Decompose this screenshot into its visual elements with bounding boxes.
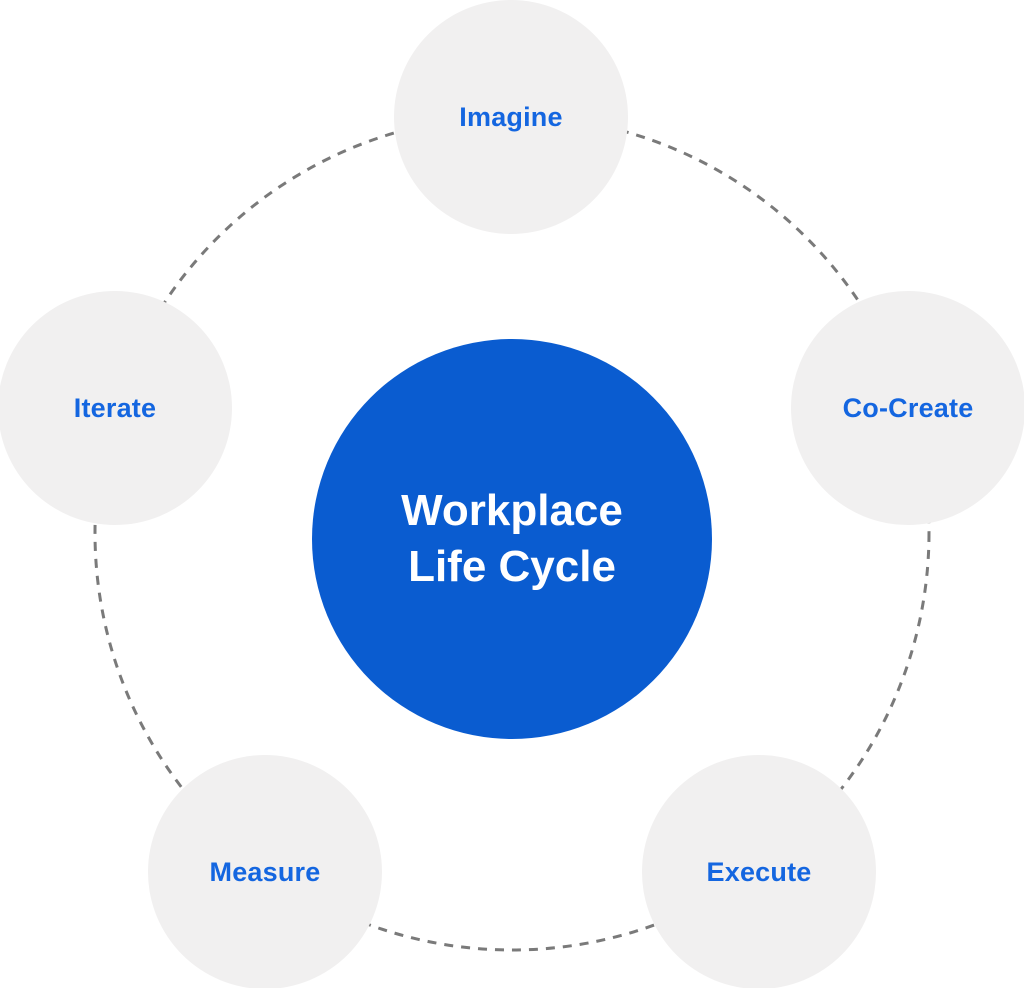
- node-co-create-label: Co-Create: [842, 392, 974, 423]
- center-node-label-line1: Workplace: [401, 486, 623, 536]
- node-measure: Measure: [148, 755, 382, 988]
- node-iterate-label: Iterate: [73, 392, 157, 423]
- node-imagine-label: Imagine: [459, 101, 563, 132]
- center-node-label: Workplace Life Cycle: [401, 483, 623, 595]
- node-execute: Execute: [642, 755, 876, 988]
- center-node-label-line2: Life Cycle: [408, 542, 616, 591]
- node-imagine: Imagine: [394, 0, 628, 234]
- node-measure-label: Measure: [209, 856, 321, 887]
- node-co-create: Co-Create: [791, 291, 1024, 525]
- node-execute-label: Execute: [706, 856, 812, 887]
- node-iterate: Iterate: [0, 291, 232, 525]
- center-node-workplace-life-cycle: Workplace Life Cycle: [312, 339, 712, 739]
